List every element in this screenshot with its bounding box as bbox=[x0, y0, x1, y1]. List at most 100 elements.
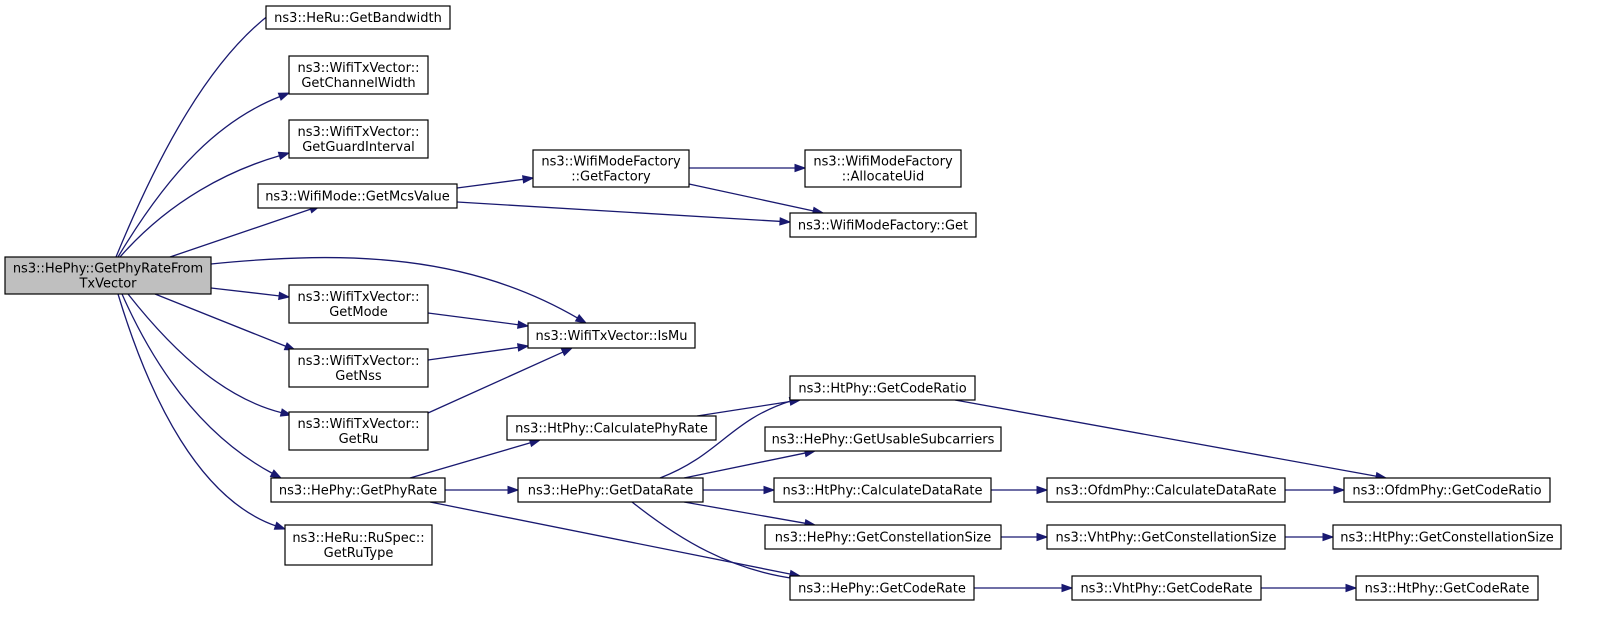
node-box bbox=[1046, 477, 1286, 503]
arrow-head-icon bbox=[517, 320, 530, 329]
call-edge-tx_ru-to-tx_ismu bbox=[427, 347, 574, 414]
function-node-mf-alloc[interactable]: ns3::WifiModeFactory::AllocateUid bbox=[804, 149, 962, 188]
call-edge-he_coderate-to-vht_coderate bbox=[974, 583, 1074, 593]
node-box bbox=[288, 348, 429, 388]
call-edge-mode_mcs-to-mf_getfactory bbox=[456, 175, 535, 189]
function-node-he-coderate[interactable]: ns3::HePhy::GetCodeRate bbox=[789, 575, 975, 601]
function-node-tx-nss[interactable]: ns3::WifiTxVector::GetNss bbox=[288, 348, 429, 388]
node-label: GetChannelWidth bbox=[301, 76, 415, 91]
node-label: ns3::WifiTxVector::IsMu bbox=[535, 329, 687, 344]
edge-line bbox=[696, 400, 792, 417]
node-label: ns3::HePhy::GetDataRate bbox=[528, 484, 693, 499]
arrow-head-icon bbox=[794, 163, 807, 173]
arrow-head-icon bbox=[278, 291, 291, 301]
function-node-ofdm-calcdata[interactable]: ns3::OfdmPhy::CalculateDataRate bbox=[1046, 477, 1286, 503]
edge-line bbox=[117, 95, 281, 258]
call-edge-tx_mode-to-tx_ismu bbox=[427, 312, 530, 329]
function-node-heru-rutype[interactable]: ns3::HeRu::RuSpec::GetRuType bbox=[284, 524, 433, 566]
node-label: ns3::WifiTxVector:: bbox=[297, 417, 419, 432]
function-node-ht-calcphy[interactable]: ns3::HtPhy::CalculatePhyRate bbox=[506, 415, 717, 441]
function-node-tx-chw[interactable]: ns3::WifiTxVector::GetChannelWidth bbox=[288, 55, 429, 95]
function-node-he-constsize[interactable]: ns3::HePhy::GetConstellationSize bbox=[764, 524, 1002, 550]
node-label: ns3::HeRu::RuSpec:: bbox=[292, 531, 424, 546]
function-node-ofdm-coderatio[interactable]: ns3::OfdmPhy::GetCodeRatio bbox=[1343, 477, 1551, 503]
function-node-tx-gi[interactable]: ns3::WifiTxVector::GetGuardInterval bbox=[288, 119, 429, 159]
edge-line bbox=[117, 293, 277, 527]
node-label: GetNss bbox=[335, 369, 382, 384]
node-box bbox=[764, 426, 1002, 452]
call-edge-he_datarate-to-he_constsize bbox=[683, 501, 817, 528]
node-box bbox=[764, 524, 1002, 550]
node-label: ns3::WifiModeFactory bbox=[813, 155, 953, 170]
edge-line bbox=[683, 501, 807, 525]
edge-line bbox=[154, 293, 287, 348]
function-node-tx-mode[interactable]: ns3::WifiTxVector::GetMode bbox=[288, 284, 429, 324]
node-label: ns3::WifiTxVector:: bbox=[297, 290, 419, 305]
function-node-mf-get[interactable]: ns3::WifiModeFactory::Get bbox=[789, 212, 977, 238]
node-box bbox=[257, 183, 458, 209]
node-label: ns3::HePhy::GetUsableSubcarriers bbox=[772, 433, 995, 448]
node-label: ns3::HtPhy::GetConstellationSize bbox=[1340, 531, 1554, 546]
function-node-ht-constsize[interactable]: ns3::HtPhy::GetConstellationSize bbox=[1332, 524, 1562, 550]
function-node-he-usable[interactable]: ns3::HePhy::GetUsableSubcarriers bbox=[764, 426, 1002, 452]
function-node-ht-coderate[interactable]: ns3::HtPhy::GetCodeRate bbox=[1355, 575, 1539, 601]
node-label: ns3::HePhy::GetCodeRate bbox=[798, 582, 966, 597]
arrow-head-icon bbox=[1061, 583, 1074, 593]
function-node-mf-getfactory[interactable]: ns3::WifiModeFactory::GetFactory bbox=[532, 149, 690, 188]
node-label: ns3::HePhy::GetPhyRateFrom bbox=[13, 262, 203, 277]
function-node-ht-coderatio[interactable]: ns3::HtPhy::GetCodeRatio bbox=[789, 375, 976, 401]
node-label: ns3::VhtPhy::GetCodeRate bbox=[1080, 582, 1252, 597]
function-node-vht-coderate[interactable]: ns3::VhtPhy::GetCodeRate bbox=[1071, 575, 1262, 601]
function-node-heru-bw[interactable]: ns3::HeRu::GetBandwidth bbox=[265, 5, 451, 30]
function-node-tx-ismu[interactable]: ns3::WifiTxVector::IsMu bbox=[527, 322, 696, 349]
call-edge-vht_constsize-to-ht_constsize bbox=[1285, 532, 1335, 542]
function-node-he-datarate[interactable]: ns3::HePhy::GetDataRate bbox=[517, 477, 704, 503]
node-box bbox=[288, 55, 429, 95]
node-box bbox=[506, 415, 717, 441]
call-edge-tx_nss-to-tx_ismu bbox=[427, 343, 530, 361]
node-box bbox=[284, 524, 433, 566]
function-node-mode-mcs[interactable]: ns3::WifiMode::GetMcsValue bbox=[257, 183, 458, 209]
arrow-head-icon bbox=[763, 485, 776, 495]
node-label: ns3::HtPhy::GetCodeRate bbox=[1365, 582, 1530, 597]
node-box bbox=[1355, 575, 1539, 601]
edge-line bbox=[121, 293, 274, 475]
node-box bbox=[789, 212, 977, 238]
arrow-head-icon bbox=[269, 469, 283, 479]
node-box bbox=[1332, 524, 1562, 550]
function-node-tx-ru[interactable]: ns3::WifiTxVector::GetRu bbox=[288, 411, 429, 451]
function-node-he-phyrate[interactable]: ns3::HePhy::GetPhyRate bbox=[270, 477, 446, 503]
arrow-head-icon bbox=[279, 408, 293, 417]
node-label: ns3::HtPhy::CalculatePhyRate bbox=[515, 422, 708, 437]
arrow-head-icon bbox=[277, 151, 291, 161]
call-edge-he_datarate-to-ht_calcdata bbox=[703, 485, 776, 495]
edge-line bbox=[631, 501, 797, 580]
function-node-ht-calcdata[interactable]: ns3::HtPhy::CalculateDataRate bbox=[773, 477, 992, 503]
call-edge-root-to-tx_mode bbox=[210, 287, 291, 301]
node-label: GetRuType bbox=[324, 546, 394, 561]
arrow-head-icon bbox=[1345, 583, 1358, 593]
node-label: ns3::HePhy::GetConstellationSize bbox=[775, 531, 992, 546]
node-label: ns3::HtPhy::CalculateDataRate bbox=[782, 484, 982, 499]
edge-line bbox=[427, 346, 520, 361]
call-edge-ht_calcphy-to-ht_coderatio bbox=[696, 397, 802, 417]
node-label: TxVector bbox=[78, 277, 137, 292]
node-box bbox=[532, 149, 690, 188]
edge-line bbox=[210, 287, 281, 297]
arrow-head-icon bbox=[522, 175, 535, 184]
node-label: ::AllocateUid bbox=[842, 170, 924, 185]
edge-line bbox=[659, 400, 792, 479]
edge-line bbox=[429, 501, 792, 575]
function-node-vht-constsize[interactable]: ns3::VhtPhy::GetConstellationSize bbox=[1046, 524, 1286, 550]
node-box bbox=[789, 575, 975, 601]
node-label: GetRu bbox=[339, 432, 379, 447]
node-box bbox=[4, 256, 212, 295]
node-box bbox=[804, 149, 962, 188]
call-edge-root-to-tx_ru bbox=[127, 293, 293, 417]
node-box bbox=[1343, 477, 1551, 503]
node-box bbox=[1071, 575, 1262, 601]
edge-line bbox=[210, 256, 579, 320]
node-label: ns3::HeRu::GetBandwidth bbox=[274, 11, 442, 26]
